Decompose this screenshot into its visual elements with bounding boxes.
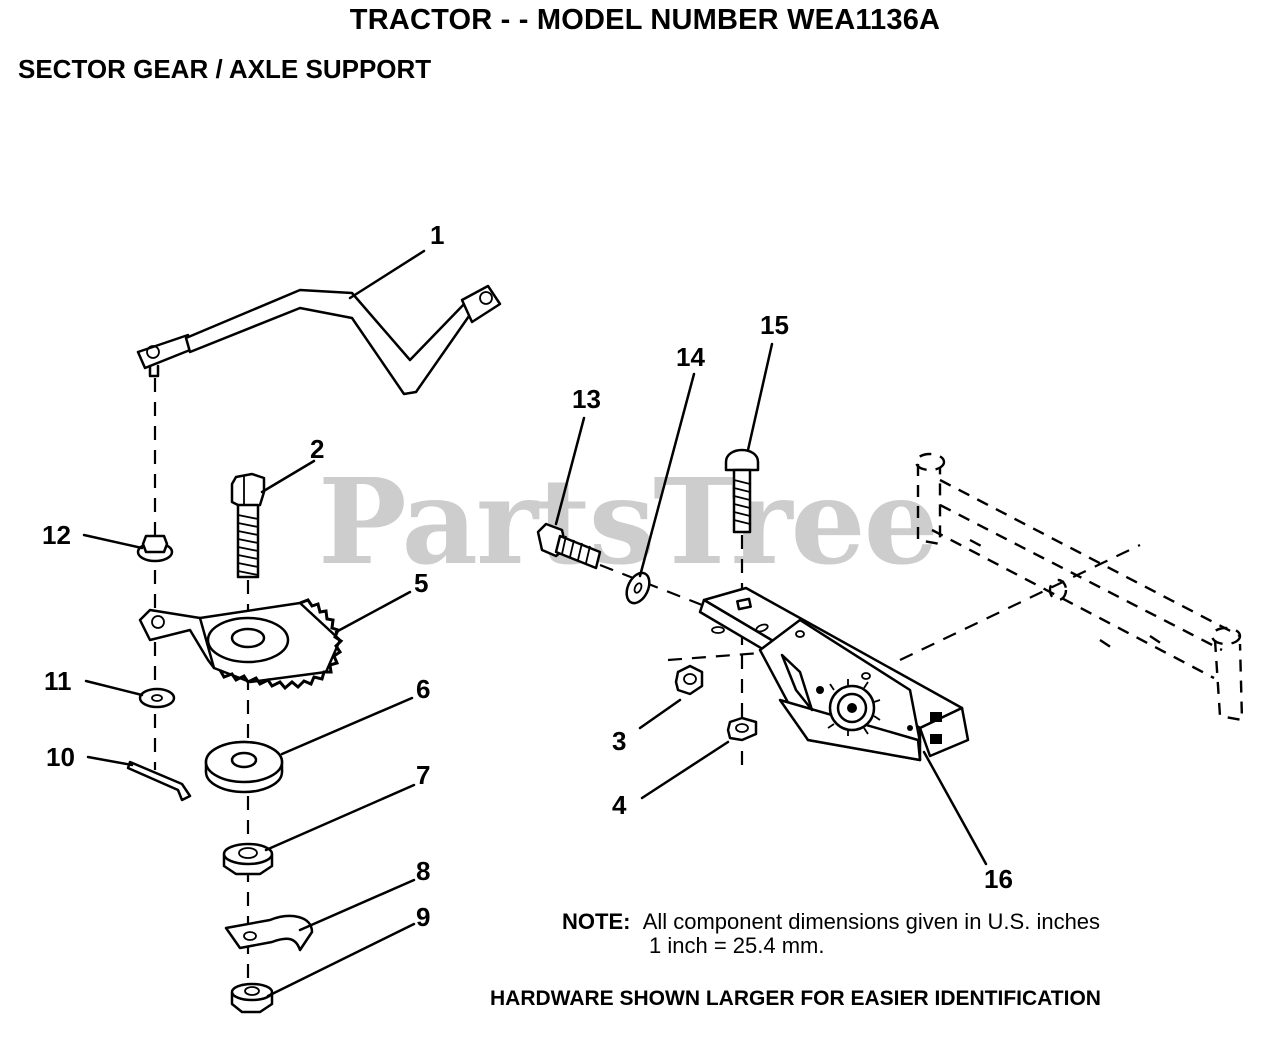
callout-11: 11 — [44, 666, 72, 696]
callout-7: 7 — [416, 760, 431, 790]
callout-5: 5 — [414, 568, 429, 598]
note-line-1: All component dimensions given in U.S. i… — [642, 909, 1101, 934]
part-8-clip[interactable] — [224, 914, 314, 952]
callout-10: 10 — [46, 742, 75, 772]
part-16-axle-support-bracket[interactable] — [698, 586, 970, 762]
part-2-hex-bolt[interactable] — [230, 472, 266, 579]
diagram-title: TRACTOR - - MODEL NUMBER WEA1136A — [349, 4, 941, 36]
part-6-spacer-washer[interactable] — [204, 740, 284, 794]
part-13-hex-bolt[interactable] — [536, 522, 602, 570]
diagram-subtitle: SECTOR GEAR / AXLE SUPPORT — [18, 54, 432, 84]
phantom-front-axle — [914, 452, 1244, 722]
callout-16: 16 — [984, 864, 1013, 894]
part-15-carriage-bolt[interactable] — [724, 448, 760, 534]
part-1-drag-link[interactable] — [136, 284, 502, 396]
watermark-logo: PartsTree — [318, 452, 939, 591]
part-14-washer[interactable] — [622, 569, 654, 606]
callout-8: 8 — [416, 856, 431, 886]
part-12-flange-nut[interactable] — [136, 534, 174, 563]
part-3-nut[interactable] — [674, 664, 704, 696]
note-label: NOTE: — [562, 909, 631, 934]
callout-12: 12 — [42, 520, 71, 550]
part-4-nut[interactable] — [726, 716, 758, 742]
callout-15: 15 — [760, 310, 789, 340]
bolt-13-axis — [599, 563, 721, 614]
note-line-2: 1 inch = 25.4 mm. — [649, 933, 825, 958]
callout-6: 6 — [416, 674, 431, 704]
part-5-sector-gear[interactable] — [138, 598, 344, 691]
dimension-note: NOTE: All component dimensions given in … — [562, 910, 1100, 958]
part-7-hex-nut[interactable] — [222, 842, 274, 876]
callout-14: 14 — [676, 342, 705, 372]
callout-2: 2 — [310, 434, 325, 464]
part-11-washer[interactable] — [138, 687, 176, 709]
hardware-note: HARDWARE SHOWN LARGER FOR EASIER IDENTIF… — [490, 987, 1101, 1010]
leader-lines — [82, 249, 988, 998]
callout-9: 9 — [416, 902, 431, 932]
callout-13: 13 — [572, 384, 601, 414]
part-9-hex-nut[interactable] — [230, 982, 274, 1014]
callout-1: 1 — [430, 220, 445, 250]
callout-3: 3 — [612, 726, 627, 756]
part-10-cotter-pin[interactable] — [126, 760, 192, 802]
callout-4: 4 — [612, 790, 627, 820]
pivot-axis-line — [899, 544, 1141, 661]
